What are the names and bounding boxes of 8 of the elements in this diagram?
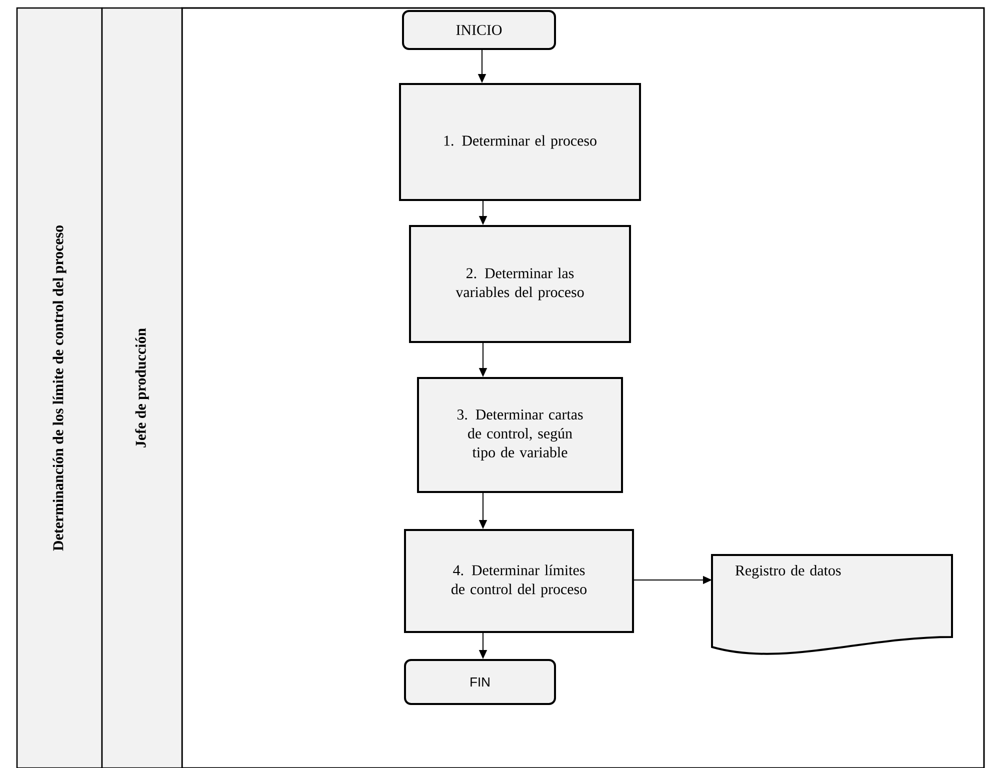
lane-header: Jefe de producción	[101, 7, 183, 768]
process-box: 1. Determinar el proceso	[399, 83, 641, 201]
process-box: 3. Determinar cartas de control, según tipo de variable	[417, 377, 623, 493]
terminal-box: INICIO	[402, 10, 556, 50]
process-box: 4. Determinar límites de control del proceso	[404, 529, 634, 633]
terminal-box: FIN	[404, 659, 556, 705]
process-box: 2. Determinar las variables del proceso	[409, 225, 631, 343]
lane-header: Determinanción de los límite de control del proceso	[16, 7, 103, 768]
